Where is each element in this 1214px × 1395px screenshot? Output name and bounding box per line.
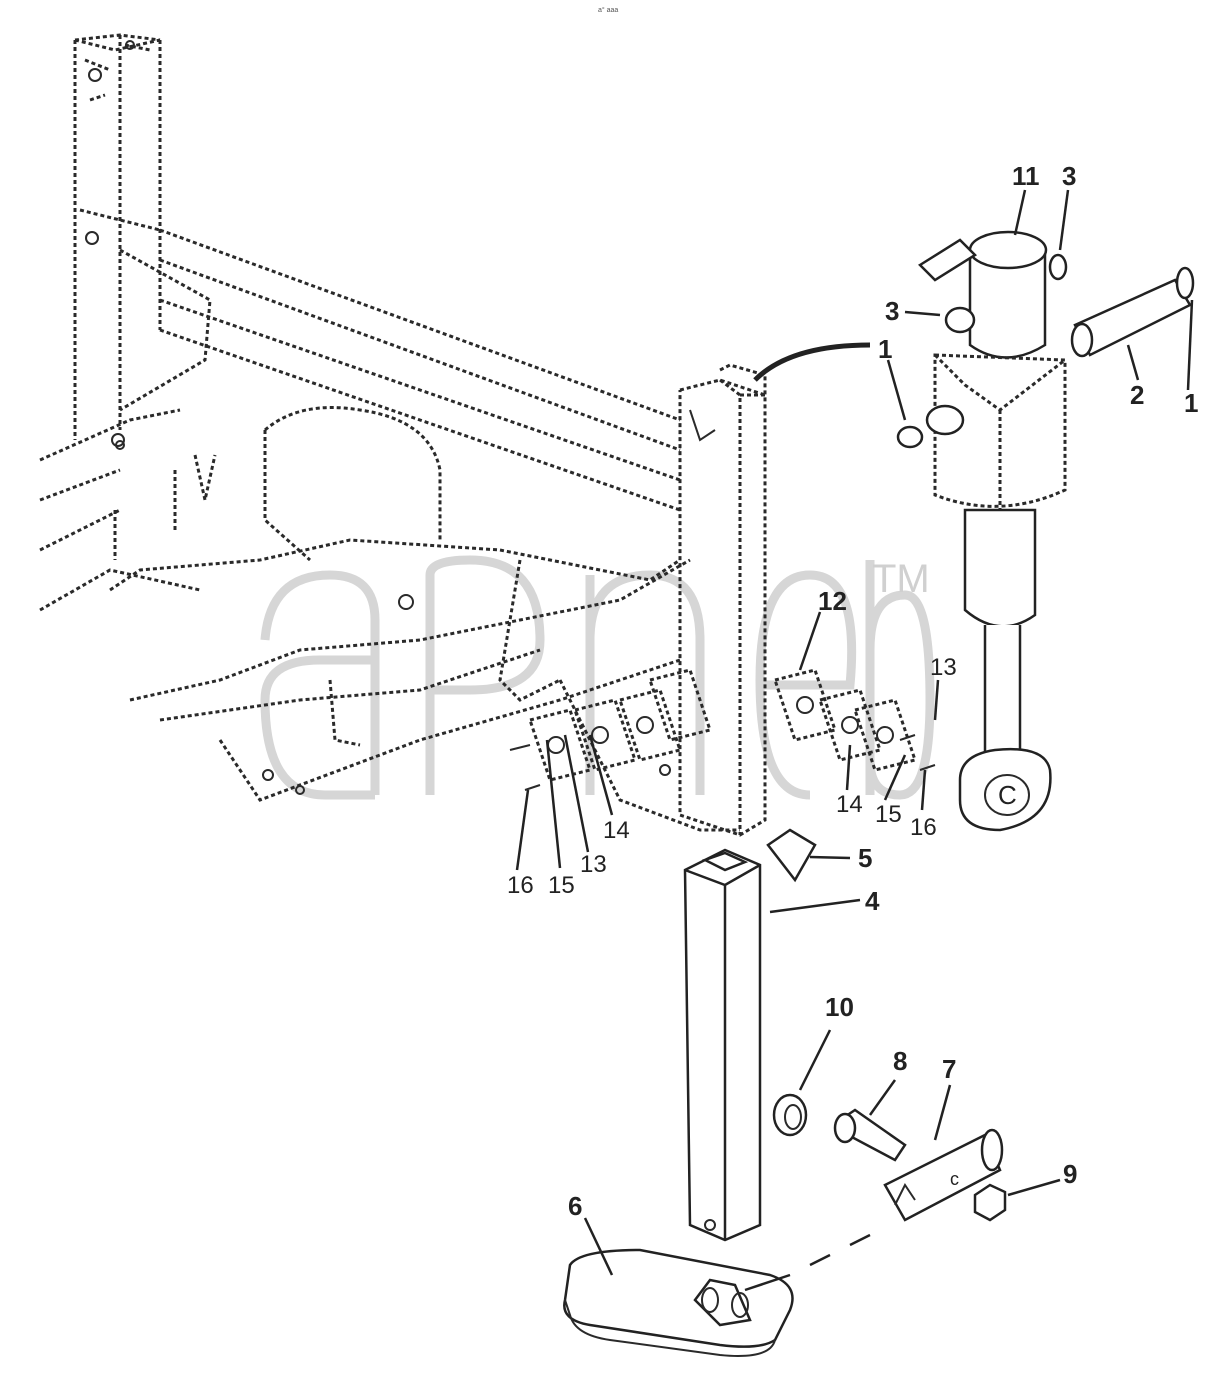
callout-label: 10 [825,992,854,1022]
sleeve-part: c [883,1128,1004,1222]
callout-label: 3 [885,296,899,326]
bracket-post [678,342,871,837]
callout-label: 14 [836,791,863,818]
vehicle-frame [39,33,740,832]
assembly-centerline [744,1233,871,1292]
header-tiny-text: a° aaa [598,6,618,14]
callout-label: 6 [568,1191,582,1221]
callout-label: 11 [1012,161,1040,191]
callout-label: 13 [930,654,957,681]
hydraulic-cylinder: C [896,230,1068,832]
bolt-part [833,1108,907,1162]
leg-tube [683,848,762,1242]
callout-label: 14 [603,817,630,844]
callout-label: 5 [858,843,872,873]
callout-label: 7 [942,1054,956,1084]
callout-label: 16 [910,814,937,841]
watermark-tm: TM [872,557,930,601]
pin-part [1070,266,1195,358]
svg-text:C: C [998,780,1017,810]
cap-plate-part [766,828,817,883]
callout-label: 12 [818,586,847,616]
callout-label: 3 [1062,161,1076,191]
callout-label: 1 [1184,388,1198,418]
washer-part [772,1093,808,1137]
callout-label: 4 [865,886,880,916]
callout-label: 13 [580,851,607,878]
callout-label: 16 [507,872,534,899]
mounting-plates [509,668,936,791]
leader-lines [515,189,1194,1276]
callout-label: 2 [1130,380,1144,410]
callout-labels: 11 3 3 1 1 2 12 13 14 15 16 16 15 13 14 … [507,161,1198,1221]
foot-pad [563,1248,794,1357]
callout-label: 15 [548,872,575,899]
watermark: TM [260,555,935,800]
svg-text:c: c [950,1169,959,1189]
nut-part [973,1183,1007,1222]
callout-label: 9 [1063,1159,1077,1189]
callout-label: 8 [893,1046,907,1076]
callout-label: 1 [878,334,892,364]
callout-label: 15 [875,801,902,828]
